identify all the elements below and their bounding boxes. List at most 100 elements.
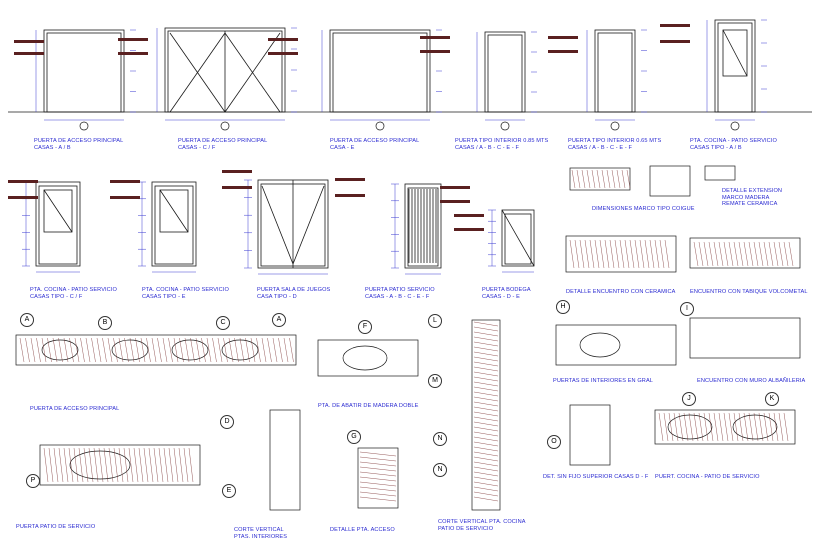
hatch-line — [91, 337, 96, 363]
tabique-detail — [689, 237, 801, 269]
hatch-line — [473, 386, 499, 392]
hatch-line — [359, 496, 397, 502]
wood-grain — [596, 169, 601, 189]
hatch-line — [359, 481, 397, 487]
door-label-p5: PUERTA TIPO INTERIOR 0.65 mtsCASAS / A -… — [568, 138, 662, 151]
hatch-line — [283, 337, 289, 363]
note-bar — [222, 186, 252, 189]
hatch-line — [359, 486, 397, 492]
hatch-line — [85, 337, 91, 363]
wood-grain — [586, 169, 591, 189]
note-bar — [454, 228, 484, 231]
hatch-line — [473, 446, 499, 452]
note-bar — [660, 40, 690, 43]
note-bar — [420, 50, 450, 53]
hatch-line — [168, 447, 174, 483]
note-bar — [14, 52, 44, 55]
hatch-line — [473, 371, 499, 377]
hatch-line — [778, 241, 784, 267]
hatch-line — [135, 337, 140, 363]
hatch-line — [473, 461, 499, 467]
hatch-line — [473, 421, 499, 427]
hatch-line — [162, 337, 168, 363]
note-bar — [660, 24, 690, 27]
hatch-line — [773, 241, 779, 267]
hatch-line — [107, 337, 113, 363]
hatch-line — [195, 337, 201, 363]
hatch-line — [102, 337, 107, 363]
hatch-line — [609, 239, 615, 269]
hatch-line — [473, 376, 499, 382]
note-bar — [14, 40, 44, 43]
hatch-line — [629, 239, 635, 269]
hatch-line — [118, 337, 124, 363]
hatch-line — [473, 436, 499, 442]
note-bar — [440, 186, 470, 189]
hatch-line — [713, 241, 719, 267]
abatir-section-label: PTA. DE ABATIR DE MADERA DOBLE — [318, 403, 419, 409]
hatch-line — [151, 337, 157, 363]
hatch-line — [359, 471, 397, 477]
frame-dimensions-label: DIMENSIONES MARCO TIPO COIGUE — [592, 206, 695, 212]
hatch-line — [80, 337, 85, 363]
hatch-line — [723, 412, 729, 442]
hatch-line — [168, 337, 173, 363]
hatch-line — [98, 447, 104, 483]
hatch-line — [708, 241, 714, 267]
hatch-line — [634, 239, 640, 269]
note-bar — [222, 170, 252, 173]
wood-core — [342, 345, 388, 371]
note-bar — [110, 196, 140, 199]
wood-grain — [571, 169, 576, 189]
section-tag-n2: N — [433, 463, 447, 477]
hatch-line — [53, 447, 59, 483]
door-label-p4: PUERTA TIPO INTERIOR 0.85 mtsCASAS / A -… — [455, 138, 549, 151]
section-tag-c: C — [216, 316, 230, 330]
section-tag-o: O — [547, 435, 561, 449]
hatch-line — [69, 337, 74, 363]
hatch-line — [88, 447, 94, 483]
section-tag-p: P — [26, 474, 40, 488]
hatch-line — [473, 451, 499, 457]
door-elevation — [501, 209, 535, 267]
hatch-line — [753, 241, 759, 267]
hatch-line — [123, 447, 129, 483]
hatch-line — [133, 447, 139, 483]
hatch-line — [41, 337, 47, 363]
hatch-line — [68, 447, 74, 483]
ceramic-detail-label: DETALLE ENCUENTRO CON CERAMICA — [566, 289, 676, 295]
vertical-section-interiores — [269, 409, 301, 511]
hatch-line — [158, 447, 164, 483]
principal-section-label: PUERTA DE ACCESO PRINCIPAL — [30, 406, 120, 412]
hatch-line — [173, 337, 179, 363]
hatch-line — [184, 337, 190, 363]
hatch-line — [654, 239, 660, 269]
hatch-line — [619, 239, 625, 269]
hatch-line — [146, 337, 151, 363]
hatch-line — [239, 337, 245, 363]
hatch-line — [58, 447, 64, 483]
wood-grain — [576, 169, 581, 189]
note-bar — [118, 52, 148, 55]
wood-core — [732, 414, 778, 440]
hatch-line — [473, 486, 499, 492]
hatch-line — [473, 366, 499, 372]
hatch-line — [359, 451, 397, 457]
hatch-line — [473, 416, 499, 422]
hatch-line — [718, 241, 724, 267]
section-marker — [220, 121, 230, 131]
section-tag-n: N — [433, 432, 447, 446]
hatch-line — [768, 241, 774, 267]
hatch-line — [584, 239, 590, 269]
hatch-line — [113, 447, 119, 483]
hatch-line — [778, 412, 784, 442]
door-frame — [407, 187, 439, 267]
hatch-line — [129, 337, 135, 363]
note-bar — [8, 180, 38, 183]
hatch-line — [473, 481, 499, 487]
albanileria-section-label: ENCUENTRO CON MURO ALBAÑILERIA — [697, 378, 806, 384]
hatch-line — [473, 356, 499, 362]
hatch-line — [267, 337, 272, 363]
